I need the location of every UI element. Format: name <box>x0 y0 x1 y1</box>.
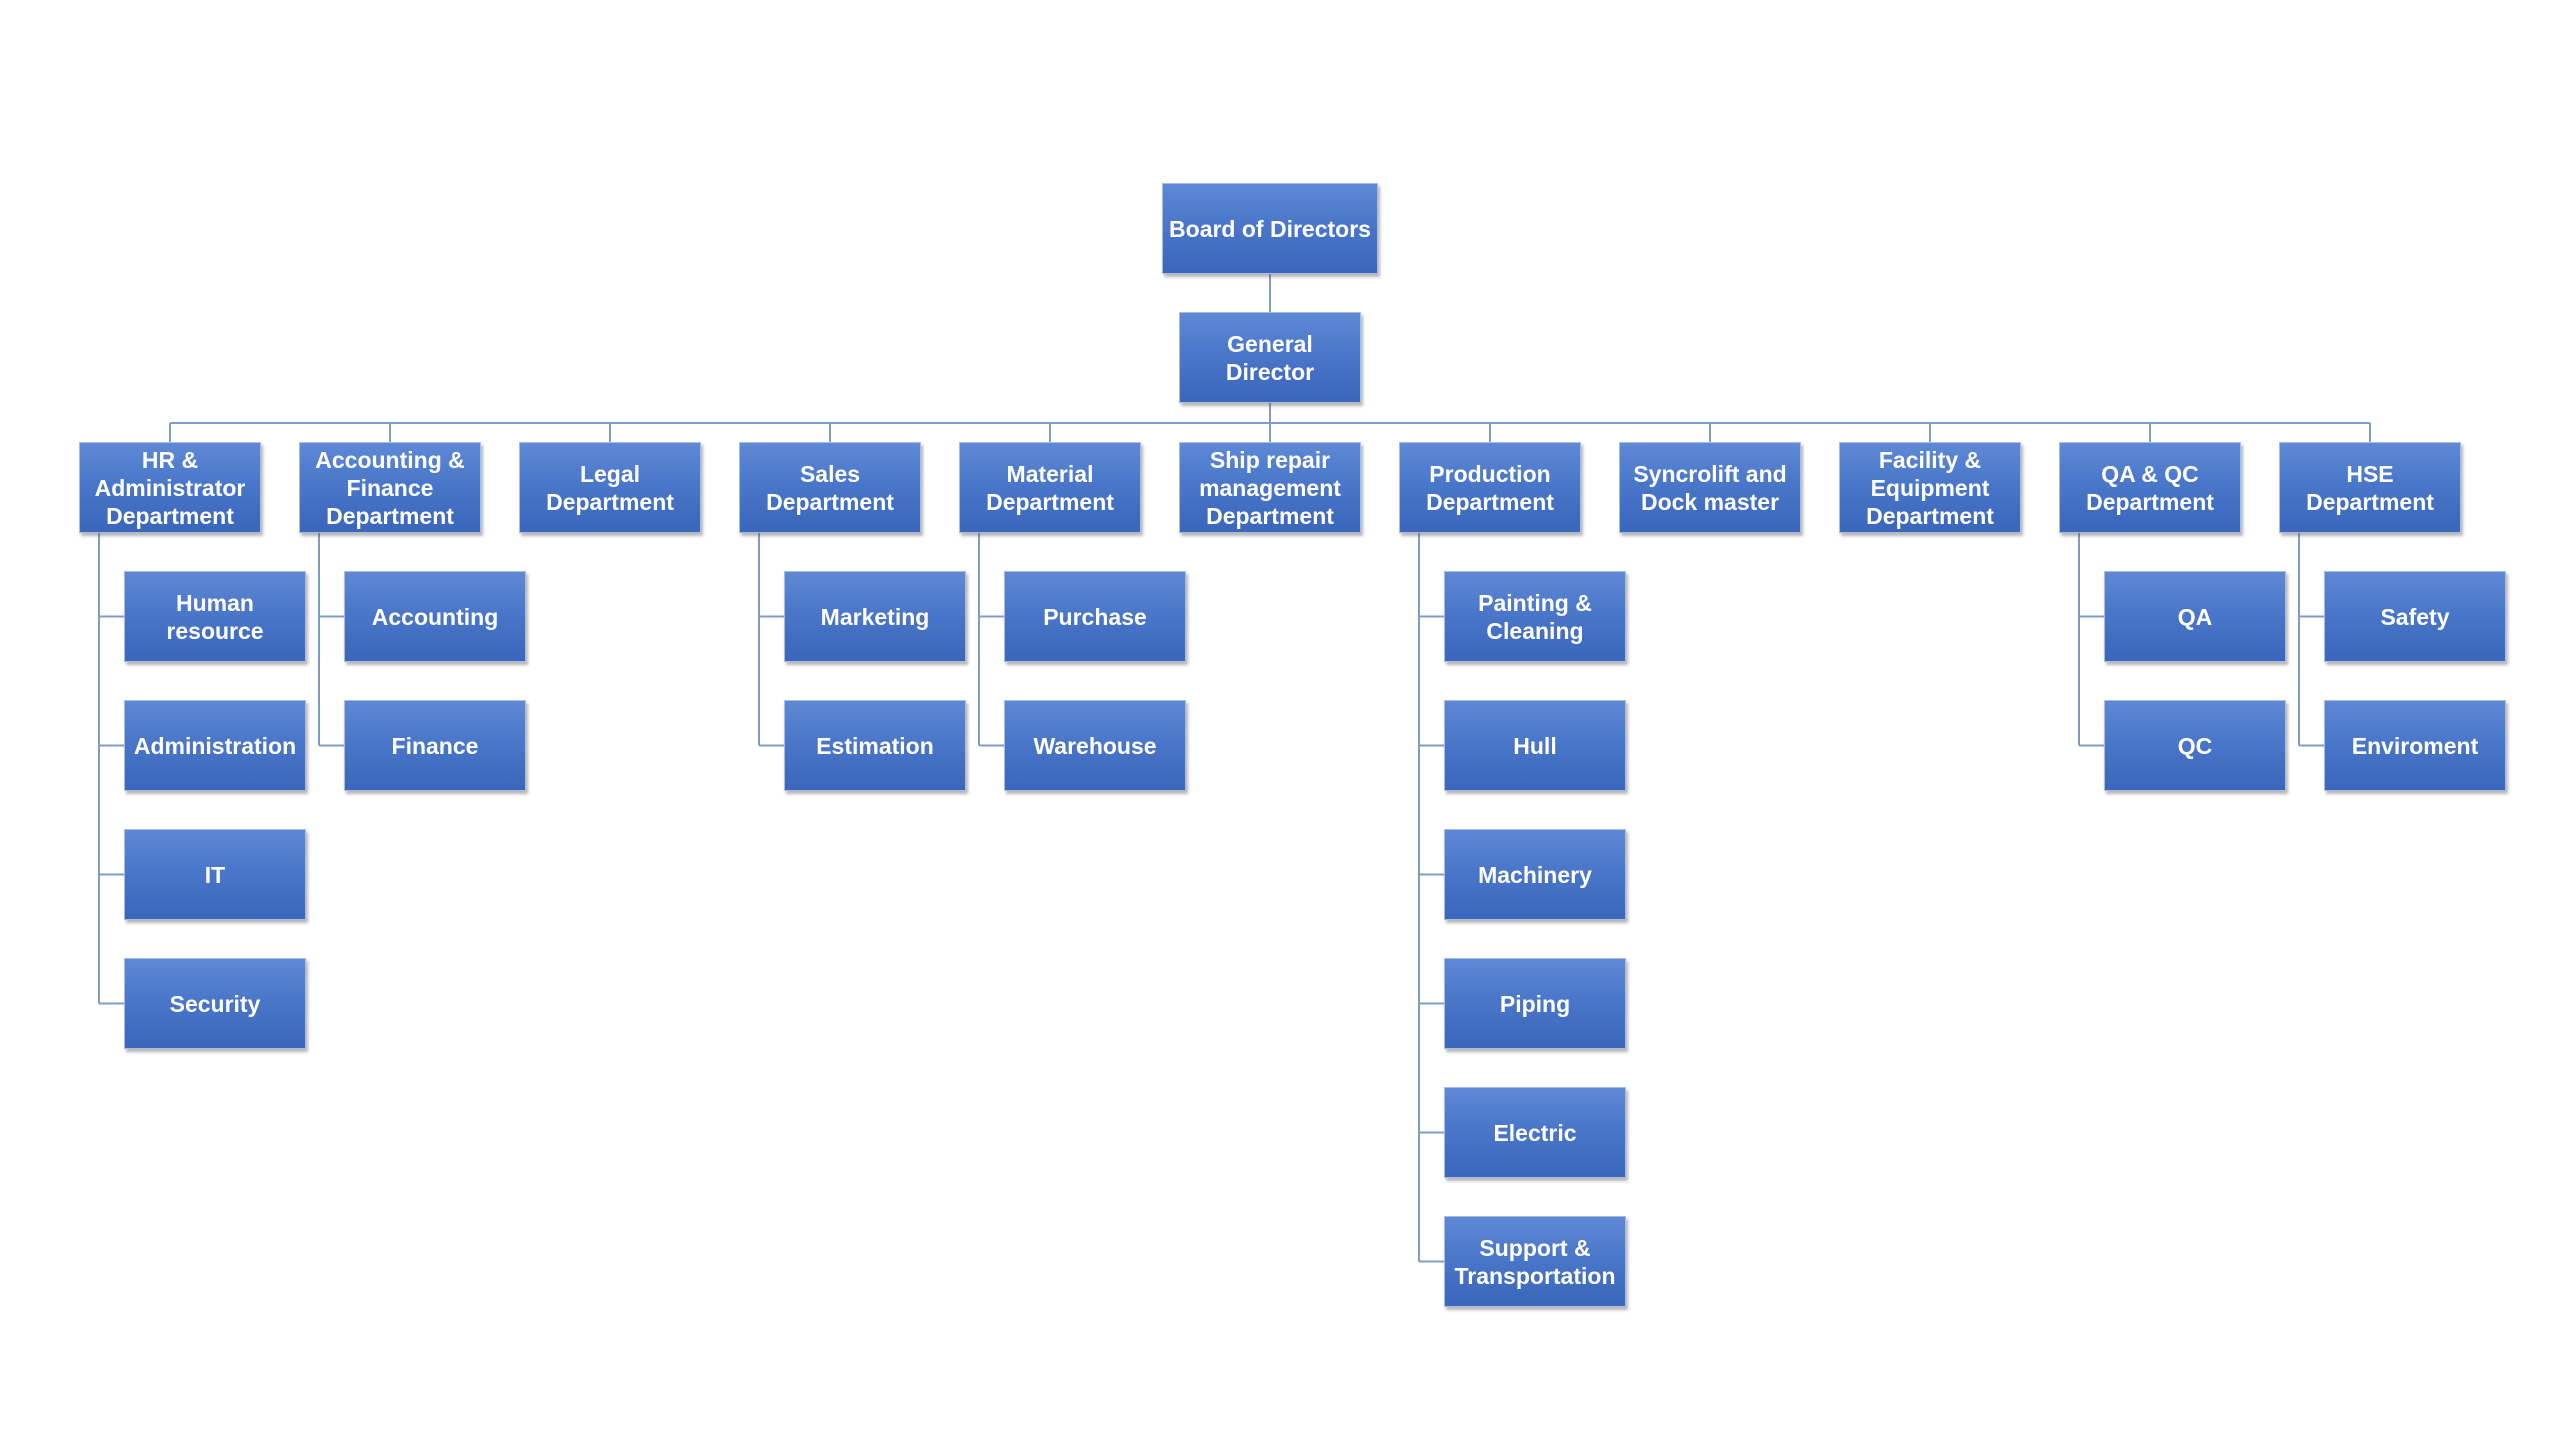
dept-sales: Sales Department <box>739 442 921 533</box>
unit-piping: Piping <box>1444 958 1626 1049</box>
dept-qa-qc: QA & QC Department <box>2059 442 2241 533</box>
unit-painting-cleaning: Painting & Cleaning <box>1444 571 1626 662</box>
dept-ship-repair-management: Ship repair management Department <box>1179 442 1361 533</box>
dept-legal: Legal Department <box>519 442 701 533</box>
unit-it: IT <box>124 829 306 920</box>
unit-warehouse: Warehouse <box>1004 700 1186 791</box>
dept-hr-administrator: HR & Administrator Department <box>79 442 261 533</box>
unit-human-resource: Human resource <box>124 571 306 662</box>
unit-estimation: Estimation <box>784 700 966 791</box>
dept-facility-equipment: Facility & Equipment Department <box>1839 442 2021 533</box>
unit-finance: Finance <box>344 700 526 791</box>
dept-accounting-finance: Accounting & Finance Department <box>299 442 481 533</box>
unit-hull: Hull <box>1444 700 1626 791</box>
unit-administration: Administration <box>124 700 306 791</box>
unit-machinery: Machinery <box>1444 829 1626 920</box>
unit-accounting: Accounting <box>344 571 526 662</box>
dept-syncrolift-dock-master: Syncrolift and Dock master <box>1619 442 1801 533</box>
dept-material: Material Department <box>959 442 1141 533</box>
unit-electric: Electric <box>1444 1087 1626 1178</box>
unit-qa: QA <box>2104 571 2286 662</box>
unit-security: Security <box>124 958 306 1049</box>
unit-marketing: Marketing <box>784 571 966 662</box>
node-general-director: General Director <box>1179 312 1361 403</box>
dept-hse: HSE Department <box>2279 442 2461 533</box>
unit-enviroment: Enviroment <box>2324 700 2506 791</box>
unit-safety: Safety <box>2324 571 2506 662</box>
unit-purchase: Purchase <box>1004 571 1186 662</box>
node-board-of-directors: Board of Directors <box>1162 183 1378 274</box>
unit-qc: QC <box>2104 700 2286 791</box>
dept-production: Production Department <box>1399 442 1581 533</box>
unit-support-transportation: Support & Transportation <box>1444 1216 1626 1307</box>
